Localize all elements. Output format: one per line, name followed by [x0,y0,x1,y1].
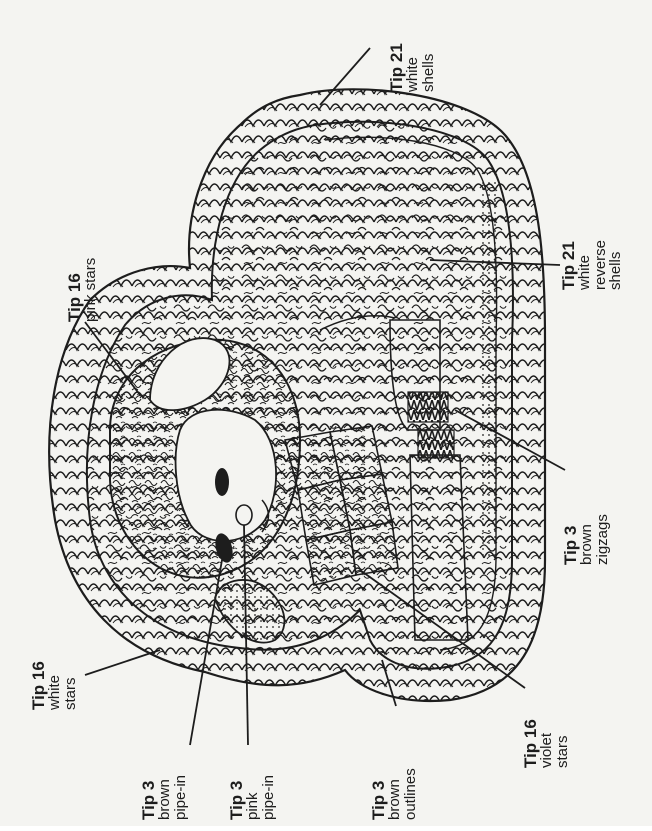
callout-line: white [405,43,420,92]
callout-line: pipe-in [173,775,188,820]
callout-line: white [577,240,592,290]
callout-tip16-white-stars: Tip 16 white stars [30,661,78,710]
callout-line: pipe-in [261,775,276,820]
callout-line: zigzags [595,514,610,565]
callout-tip21-white-reverse-shells: Tip 21 white reverse shells [560,240,623,290]
callout-tip3-brown-outlines: Tip 3 brown outlines [370,768,418,820]
callout-line: stars [63,661,78,710]
callout-line: reverse [593,240,608,290]
body-dotted-band [482,180,498,560]
callout-line: pink [245,775,260,820]
callout-line: Tip 3 [228,775,245,820]
callout-line: Tip 16 [522,719,539,768]
callout-line: brown [157,775,172,820]
callout-tip3-brown-pipe-in: Tip 3 brown pipe-in [140,775,188,820]
callout-line: shells [608,240,623,290]
callout-line: violet [539,719,554,768]
zigzag-hoof-lower [418,430,454,458]
callout-line: pink stars [83,258,98,322]
zigzag-hoof-upper [408,392,448,422]
callout-line: shells [421,43,436,92]
callout-line: brown [387,768,402,820]
callout-line: Tip 3 [562,514,579,565]
callout-tip16-pink-stars: Tip 16 pink stars [66,258,99,322]
callout-line: white [47,661,62,710]
callout-tip21-white-shells: Tip 21 white shells [388,43,436,92]
callout-line: Tip 3 [370,768,387,820]
callout-line: Tip 16 [30,661,47,710]
callout-line: Tip 21 [388,43,405,92]
callout-line: outlines [403,768,418,820]
callout-tip3-brown-zigzags: Tip 3 brown zigzags [562,514,610,565]
callout-line: Tip 21 [560,240,577,290]
callout-line: Tip 16 [66,258,83,322]
callout-tip3-pink-pipe-in: Tip 3 pink pipe-in [228,775,276,820]
eye-upper [215,468,229,496]
callout-line: Tip 3 [140,775,157,820]
callout-line: stars [555,719,570,768]
callout-tip16-violet-stars: Tip 16 violet stars [522,719,570,768]
callout-line: brown [579,514,594,565]
